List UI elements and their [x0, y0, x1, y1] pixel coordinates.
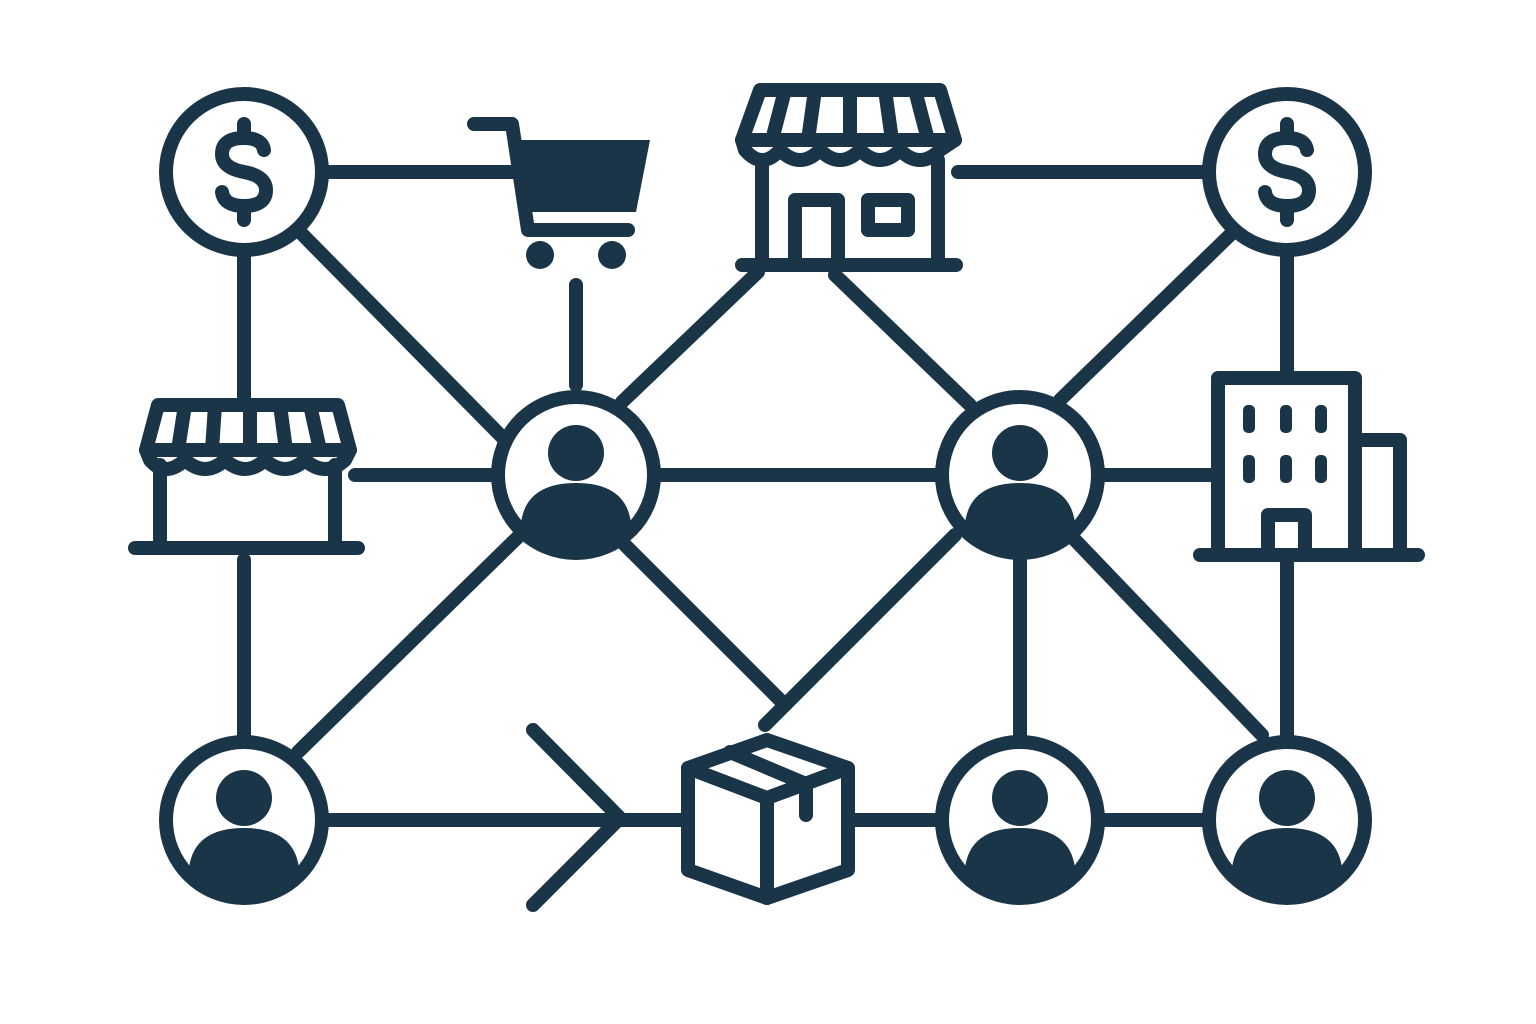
- edge: [293, 225, 512, 447]
- edge: [1068, 533, 1269, 742]
- storefront-icon: [735, 83, 963, 272]
- arrow-right-icon: [526, 723, 627, 912]
- edge: [618, 538, 792, 712]
- package-box-icon: [681, 733, 855, 905]
- dollar-coin-icon: [166, 94, 322, 250]
- edge: [1053, 228, 1237, 407]
- office-building-icon: [1193, 371, 1425, 562]
- user-icon: [166, 742, 322, 898]
- connection-lines: [237, 165, 1294, 827]
- user-icon: [942, 742, 1098, 898]
- user-icon: [498, 397, 654, 553]
- market-stall-icon: [128, 398, 365, 555]
- user-icon: [1209, 742, 1365, 898]
- user-icon: [942, 397, 1098, 553]
- shopping-cart-icon: [467, 117, 650, 269]
- edge: [615, 265, 765, 409]
- edge: [758, 528, 962, 732]
- edge: [828, 268, 977, 412]
- edge: [291, 528, 527, 759]
- dollar-coin-icon: [1209, 94, 1365, 250]
